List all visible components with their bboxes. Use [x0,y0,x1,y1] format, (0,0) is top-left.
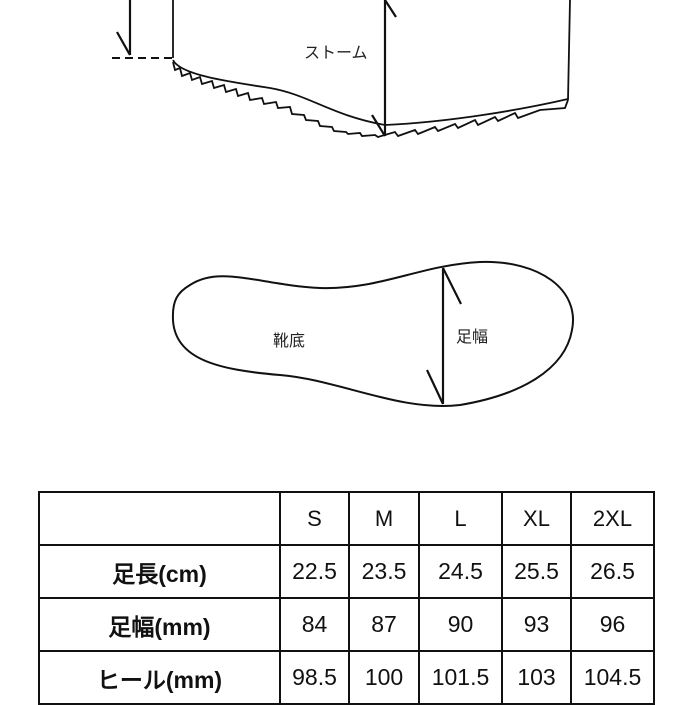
table-row: 足長(cm) 22.5 23.5 24.5 25.5 26.5 [38,544,655,599]
cell: 87 [348,597,420,652]
cell: 96 [570,597,655,652]
size-chart-table: S M L XL 2XL 足長(cm) 22.5 23.5 24.5 25.5 … [38,491,655,705]
table-row: ヒール(mm) 98.5 100 101.5 103 104.5 [38,650,655,705]
header-size-l: L [418,491,503,546]
cell: 22.5 [279,544,350,599]
row-label-foot-length: 足長(cm) [38,544,281,599]
cell: 100 [348,650,420,705]
cell: 104.5 [570,650,655,705]
table-header-row: S M L XL 2XL [38,491,655,546]
cell: 25.5 [501,544,572,599]
shoe-outline [172,0,571,138]
left-dimension-arrow-icon [116,0,132,56]
header-size-s: S [279,491,350,546]
row-label-foot-width: 足幅(mm) [38,597,281,652]
cell: 84 [279,597,350,652]
header-size-m: M [348,491,420,546]
header-size-2xl: 2XL [570,491,655,546]
stem-height-arrow-icon [371,0,397,137]
header-size-xl: XL [501,491,572,546]
cell: 98.5 [279,650,350,705]
cell: 26.5 [570,544,655,599]
cell: 103 [501,650,572,705]
cell: 101.5 [418,650,503,705]
stem-label: ストーム [304,43,368,62]
sole-outline [171,260,575,407]
shoe-side-view-drawing [112,0,575,407]
cell: 23.5 [348,544,420,599]
row-label-heel: ヒール(mm) [38,650,281,705]
cell: 90 [418,597,503,652]
sole-label: 靴底 [273,331,306,350]
foot-width-arrow-icon [426,267,462,405]
table-row: 足幅(mm) 84 87 90 93 96 [38,597,655,652]
cell: 93 [501,597,572,652]
foot-width-label: 足幅 [456,327,489,346]
header-empty-cell [38,491,281,546]
cell: 24.5 [418,544,503,599]
